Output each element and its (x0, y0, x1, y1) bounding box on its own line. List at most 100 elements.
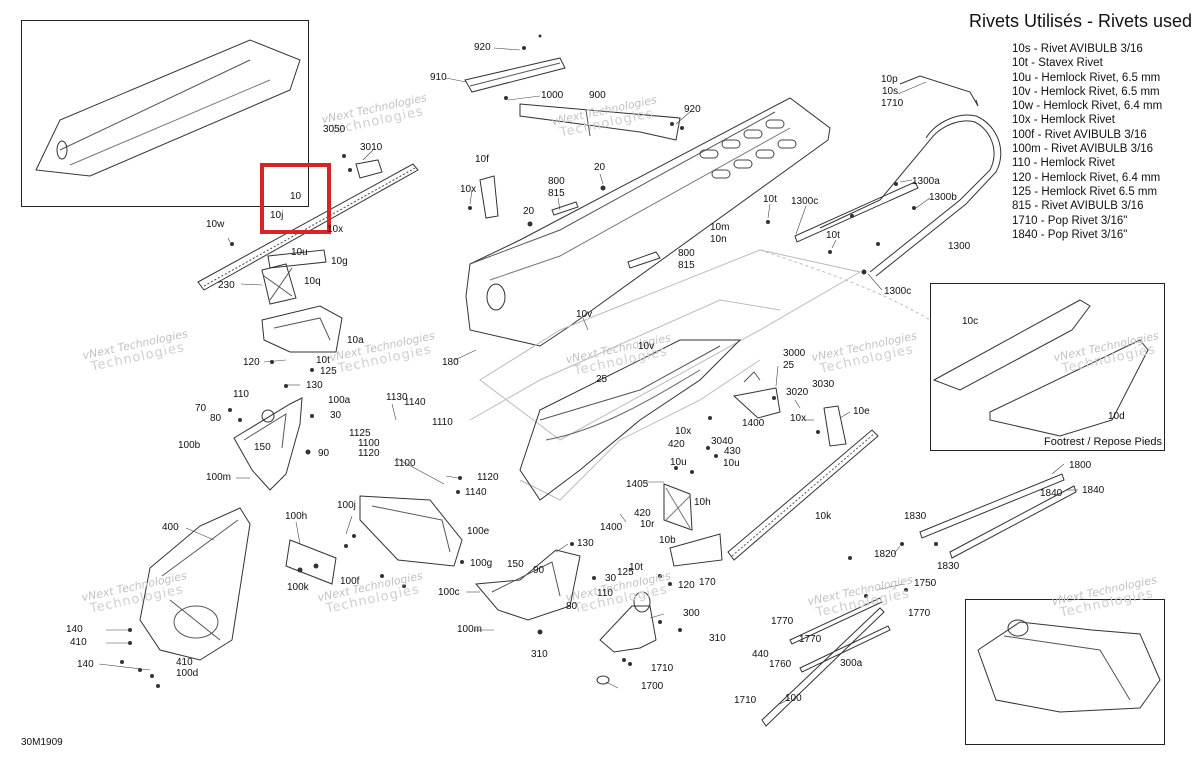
callout: 70 (195, 403, 207, 414)
inset-tunnel-view (21, 20, 309, 207)
callout: 300a (840, 658, 863, 669)
callout: 10v (576, 309, 593, 320)
callout: 150 (254, 442, 271, 453)
callout: 180 (442, 357, 459, 368)
callout: 80 (210, 413, 222, 424)
callout: 100c (438, 587, 460, 598)
callout: 310 (531, 649, 548, 660)
rail-strip-left (197, 163, 419, 291)
callout: 10x (327, 224, 344, 235)
legend-item: 100m - Rivet AVIBULB 3/16 (1012, 143, 1154, 156)
callout: 10b (659, 535, 676, 546)
callout: 100g (470, 558, 493, 569)
legend-item: 110 - Hemlock Rivet (1012, 157, 1115, 170)
callout: 10a (347, 335, 364, 346)
callout: 1000 (541, 90, 564, 101)
callout: 100b (178, 440, 201, 451)
callout: 1710 (881, 98, 904, 109)
callout: 10g (331, 256, 348, 267)
callout: 10x (790, 413, 807, 424)
callout: 120 (243, 357, 260, 368)
callout: 30 (330, 410, 342, 421)
callout: 1770 (908, 608, 931, 619)
callout: 150 (507, 559, 524, 570)
callout: 1830 (937, 561, 960, 572)
callout: 1820 (874, 549, 897, 560)
callout: 400 (162, 522, 179, 533)
callout: 10t (316, 355, 330, 366)
callout: 100f (340, 576, 360, 587)
legend-item: 1840 - Pop Rivet 3/16" (1012, 228, 1128, 241)
callout: 130 (577, 538, 594, 549)
callout: 310 (709, 633, 726, 644)
callout: 100j (337, 500, 356, 511)
callout: 1300c (791, 196, 819, 207)
callout: 430 (724, 446, 741, 457)
callout: 1840 (1082, 485, 1105, 496)
callout: 910 (430, 72, 447, 83)
highlight-box (260, 163, 331, 234)
callout: 10v (638, 341, 655, 352)
callout: 1300a (912, 176, 940, 187)
callout: 100h (285, 511, 308, 522)
callout: 10m (710, 222, 730, 233)
callout: 20 (523, 206, 535, 217)
callout: 25 (596, 374, 608, 385)
callout: 10s (882, 86, 899, 97)
callout: 1300 (948, 241, 971, 252)
callout: 1140 (465, 487, 487, 498)
callout: 410 (70, 637, 87, 648)
callout: 25 (783, 360, 795, 371)
callout: 1400 (742, 418, 765, 429)
legend-item: 100f - Rivet AVIBULB 3/16 (1012, 128, 1147, 141)
callout: 20 (594, 162, 606, 173)
callout: 100k (287, 582, 309, 593)
callout: 80 (566, 601, 578, 612)
callout: 1125 (349, 428, 371, 439)
callout: 1130 (386, 392, 408, 403)
front-a-frame (139, 507, 251, 661)
callout: 125 (320, 366, 337, 377)
callout: 1405 (626, 479, 649, 490)
legend-item: 10s - Rivet AVIBULB 3/16 (1012, 43, 1143, 55)
callout: 10k (815, 511, 832, 522)
callout: 10p (881, 74, 898, 85)
callout: 10f (475, 154, 489, 165)
callout: 10w (206, 219, 225, 230)
callout: 1110 (432, 417, 453, 428)
callout: 10d (1108, 411, 1125, 422)
callout: 3040 (711, 436, 734, 447)
callout: 130 (306, 380, 323, 391)
callout: 10t (763, 194, 777, 205)
callout: 1100 (358, 438, 380, 449)
callout: 10x (460, 184, 477, 195)
legend-item: 120 - Hemlock Rivet, 6.4 mm (1012, 171, 1161, 184)
highlight-label-10: 10 (290, 191, 302, 202)
callout: 1120 (477, 472, 499, 483)
callout: 1710 (651, 663, 674, 674)
callout: 120 (678, 580, 695, 591)
legend-title: Rivets Utilisés - Rivets used (969, 11, 1193, 31)
callout: 300 (683, 608, 700, 619)
callout: 10e (853, 406, 870, 417)
callout: 815 (548, 188, 565, 199)
callout: 1300c (884, 286, 912, 297)
callout: 10x (675, 426, 692, 437)
callout: 110 (597, 588, 613, 599)
callout: 440 (752, 649, 769, 660)
callout: 100e (467, 526, 490, 537)
callout: 900 (589, 90, 606, 101)
callout: 3010 (360, 142, 383, 153)
callout: 10u (670, 457, 687, 468)
footrest-caption: Footrest / Repose Pieds (1044, 436, 1163, 448)
legend-item: 10x - Hemlock Rivet (1012, 114, 1115, 127)
callout: 3030 (812, 379, 835, 390)
callout: 1140 (404, 397, 426, 408)
callout: 3000 (783, 348, 806, 359)
rear-bumper (819, 120, 995, 273)
callout: 10u (291, 247, 308, 258)
callout: 1710 (734, 695, 757, 706)
callout: 1300b (929, 192, 957, 203)
